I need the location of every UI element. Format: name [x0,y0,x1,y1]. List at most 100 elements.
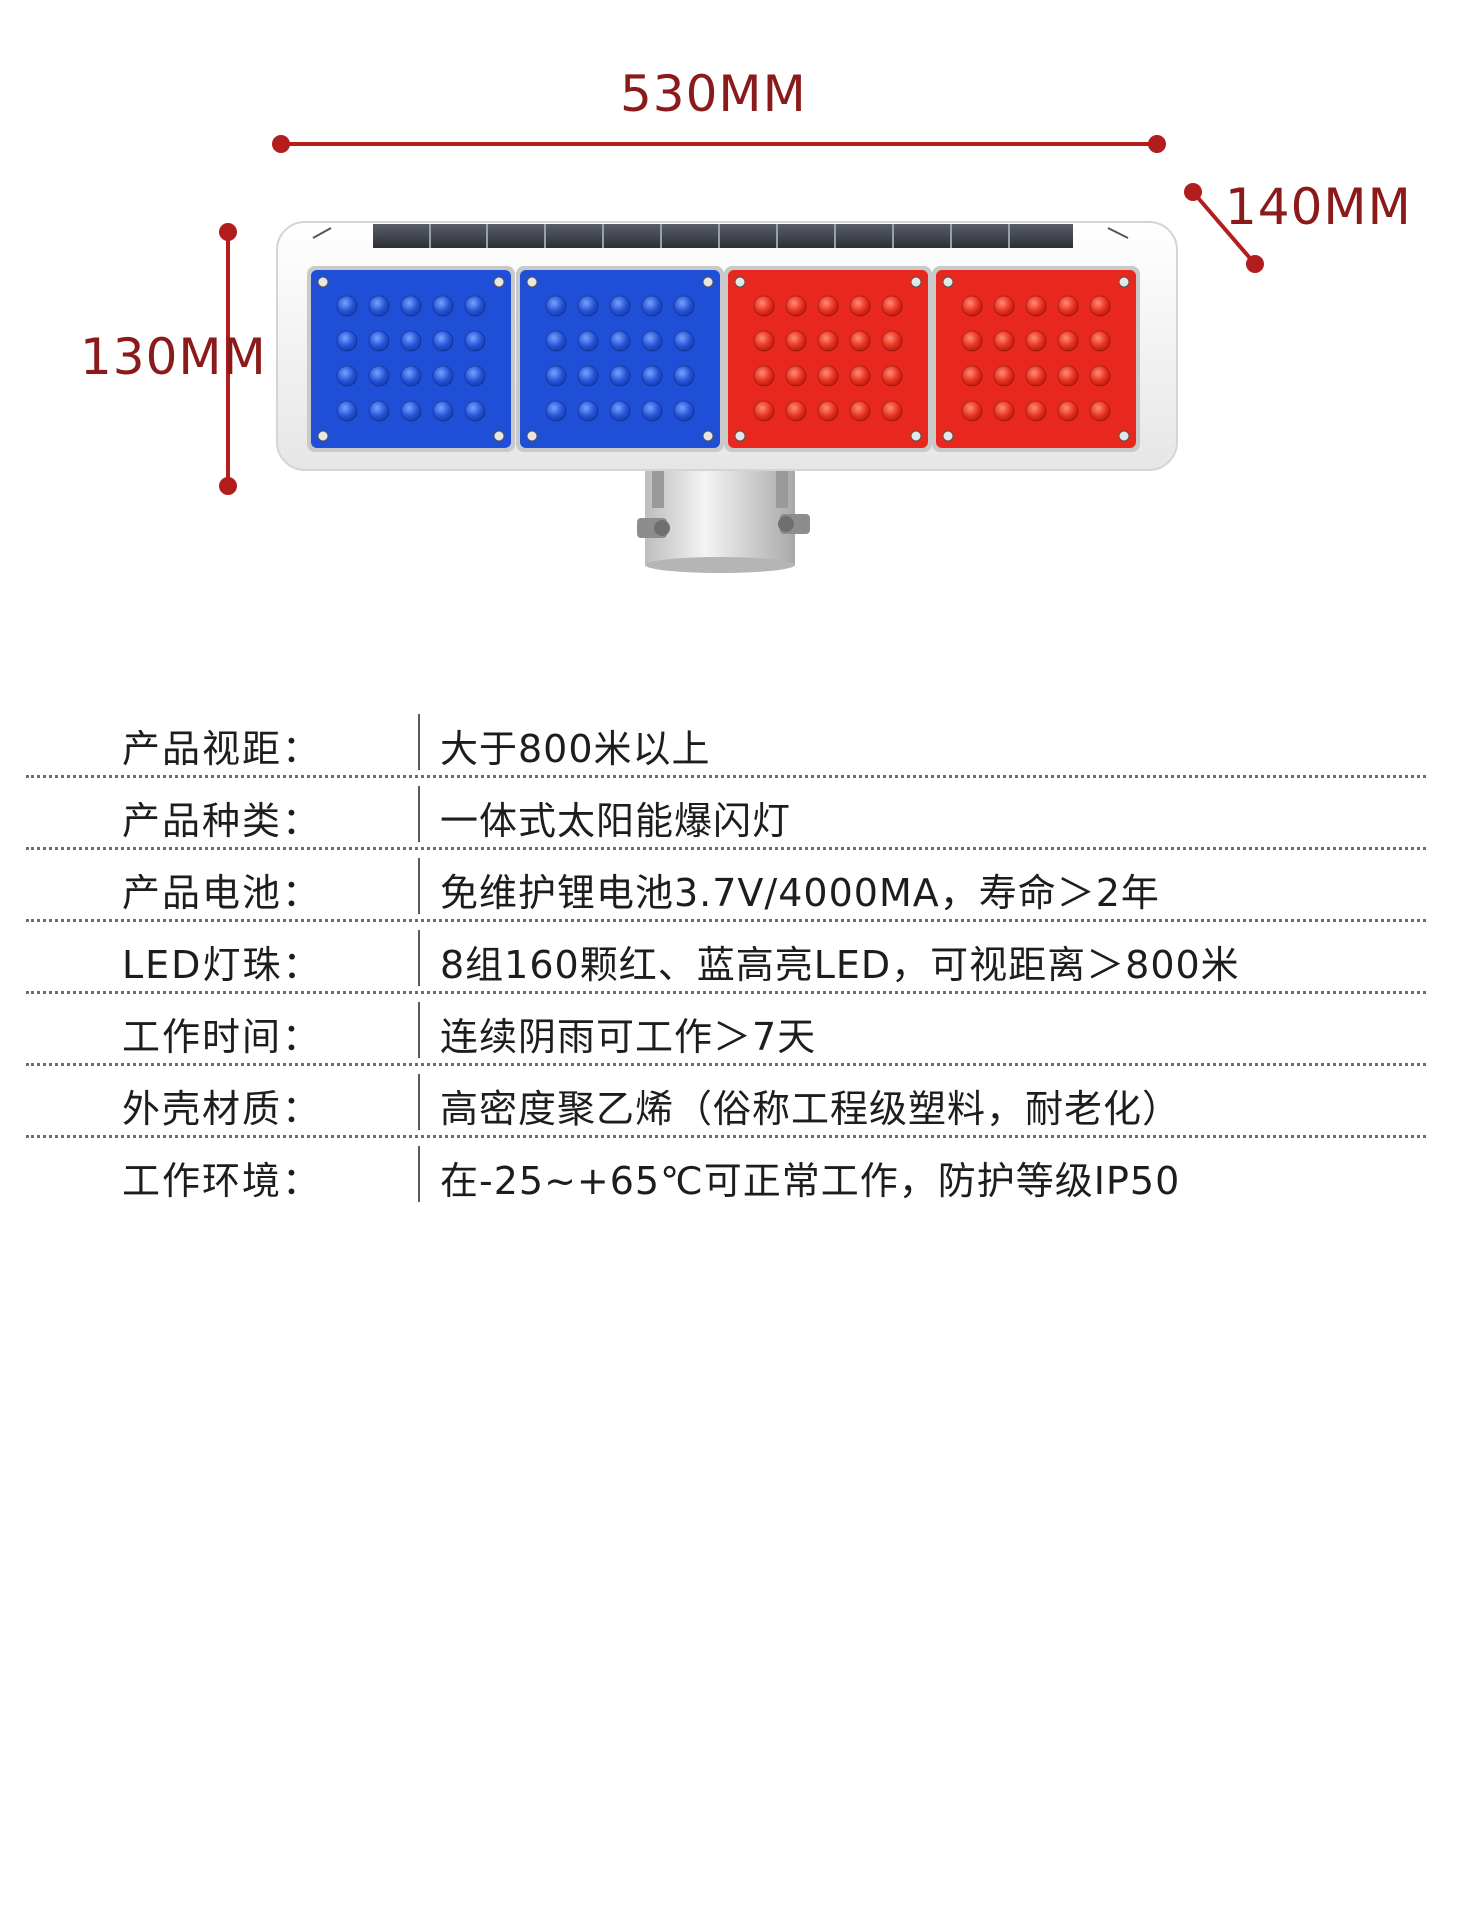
depth-dimension-label: 140MM [1225,178,1412,236]
led-bead [368,295,390,317]
spec-label: 工作时间： [122,1015,323,1059]
led-bead [577,330,599,352]
led-bead [753,330,775,352]
led-bead [464,400,486,422]
solar-panel [312,224,1129,248]
spec-label: 产品视距： [122,727,323,771]
spec-value: 免维护锂电池3.7V/4000MA，寿命＞2年 [440,871,1160,915]
spec-divider [418,1146,420,1202]
spec-row-product-type: 产品种类： 一体式太阳能爆闪灯 [26,778,1426,850]
spec-divider [418,714,420,770]
led-bead [609,330,631,352]
led-bead [1057,330,1079,352]
led-bead [400,295,422,317]
spec-divider [418,1074,420,1130]
spec-divider [418,1002,420,1058]
led-bead [1089,365,1111,387]
led-bead [432,400,454,422]
lamp-panels [307,266,1140,452]
led-bead [1057,295,1079,317]
spec-value: 8组160颗红、蓝高亮LED，可视距离＞800米 [440,943,1240,987]
led-bead [641,330,663,352]
height-dimension-line [219,223,237,495]
led-bead [609,295,631,317]
led-bead [641,400,663,422]
led-bead [336,365,358,387]
led-bead [1025,400,1047,422]
led-bead [673,295,695,317]
lamp-panel-blue [307,266,515,452]
led-bead [993,400,1015,422]
spec-row-working-time: 工作时间： 连续阴雨可工作＞7天 [26,994,1426,1066]
led-bead [673,330,695,352]
led-bead [1089,330,1111,352]
led-bead [785,400,807,422]
spec-label: LED灯珠： [122,943,323,987]
led-bead [673,365,695,387]
led-bead [400,365,422,387]
led-bead [881,295,903,317]
led-bead [993,330,1015,352]
width-dimension-line [272,135,1166,153]
led-bead [1057,400,1079,422]
spec-divider [418,858,420,914]
spec-row-battery: 产品电池： 免维护锂电池3.7V/4000MA，寿命＞2年 [26,850,1426,922]
lamp-panel-blue [516,266,724,452]
led-bead [400,400,422,422]
led-bead [368,400,390,422]
led-bead [545,330,567,352]
height-dimension-label: 130MM [80,328,267,386]
spec-label: 产品电池： [122,871,323,915]
spec-value: 连续阴雨可工作＞7天 [440,1015,817,1059]
led-bead [673,400,695,422]
led-bead [881,400,903,422]
product-illustration [219,135,1264,573]
led-bead [817,295,839,317]
spec-value: 在-25~+65℃可正常工作，防护等级IP50 [440,1159,1181,1203]
led-bead [753,365,775,387]
led-bead [881,330,903,352]
led-bead [609,400,631,422]
led-bead [1025,295,1047,317]
led-bead [817,400,839,422]
spec-value: 高密度聚乙烯（俗称工程级塑料，耐老化） [440,1087,1182,1131]
led-bead [817,365,839,387]
led-bead [432,330,454,352]
spec-label: 产品种类： [122,799,323,843]
led-bead [993,365,1015,387]
led-bead [464,295,486,317]
led-bead [545,400,567,422]
width-dimension-label: 530MM [620,65,807,123]
spec-table: 产品视距： 大于800米以上 产品种类： 一体式太阳能爆闪灯 产品电池： 免维护… [26,706,1426,1210]
spec-value: 大于800米以上 [440,727,711,771]
led-bead [336,330,358,352]
led-bead [336,400,358,422]
led-bead [464,365,486,387]
led-bead [849,330,871,352]
led-bead [961,365,983,387]
lamp-panel-red [932,266,1140,452]
led-bead [432,365,454,387]
led-bead [849,365,871,387]
spec-row-led: LED灯珠： 8组160颗红、蓝高亮LED，可视距离＞800米 [26,922,1426,994]
spec-label: 工作环境： [122,1159,323,1203]
led-bead [785,330,807,352]
lamp-panel-red [724,266,932,452]
led-bead [577,295,599,317]
led-bead [1089,295,1111,317]
led-bead [464,330,486,352]
spec-value: 一体式太阳能爆闪灯 [440,799,792,843]
spec-label: 外壳材质： [122,1087,323,1131]
led-bead [545,295,567,317]
led-bead [817,330,839,352]
led-bead [1025,365,1047,387]
mounting-pole [637,455,810,573]
spec-row-shell-material: 外壳材质： 高密度聚乙烯（俗称工程级塑料，耐老化） [26,1066,1426,1138]
led-bead [1089,400,1111,422]
led-bead [641,365,663,387]
led-bead [785,365,807,387]
spec-divider [418,930,420,986]
led-bead [1025,330,1047,352]
led-bead [400,330,422,352]
led-bead [993,295,1015,317]
